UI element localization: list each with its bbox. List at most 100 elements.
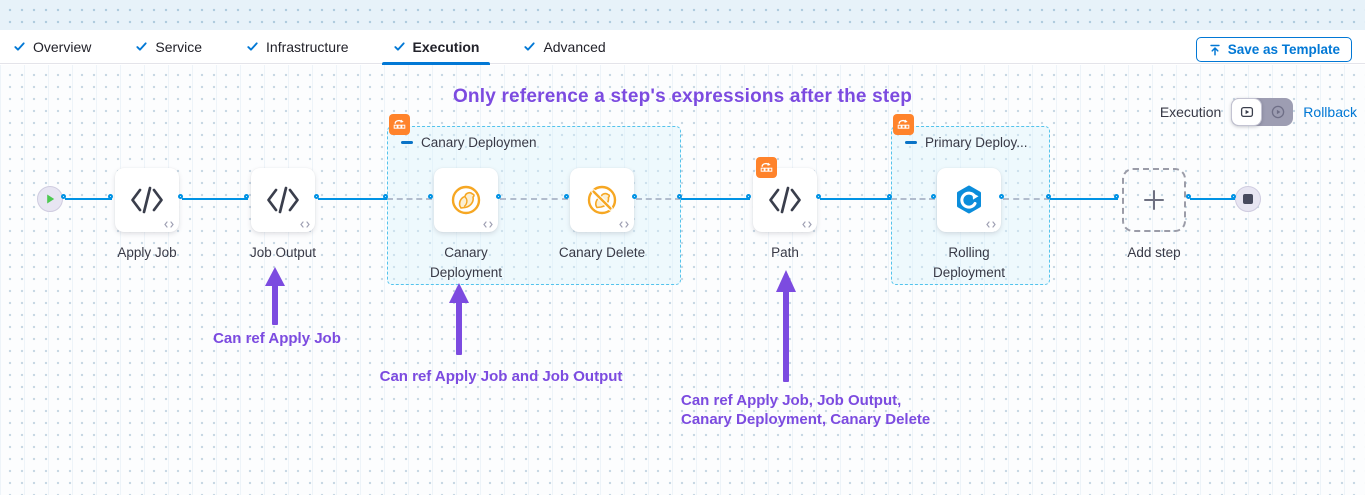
group-header: Canary Deployment <box>401 135 536 150</box>
tab-infrastructure[interactable]: Infrastructure <box>235 30 359 64</box>
stage-canvas-strip <box>0 0 1365 30</box>
rollback-play-icon <box>1271 105 1285 119</box>
step-card-canary-deployment[interactable] <box>434 168 498 232</box>
connector-line <box>1050 198 1118 200</box>
check-icon <box>136 42 147 51</box>
tab-service[interactable]: Service <box>124 30 213 64</box>
mode-toggle[interactable] <box>1231 98 1294 126</box>
connector-dot <box>314 194 319 199</box>
step-label-canary-deployment: Canary Deployment <box>429 245 503 280</box>
connector-line-dashed <box>1003 198 1050 200</box>
connector-dot <box>999 194 1004 199</box>
save-button-label: Save as Template <box>1227 42 1340 57</box>
group-header: Primary Deploy... <box>905 135 1028 150</box>
code-mini-icon <box>986 221 996 228</box>
rolling-badge-glyph <box>760 162 773 172</box>
code-mini-icon <box>483 221 493 228</box>
connector-dot <box>1114 194 1119 199</box>
tab-execution[interactable]: Execution <box>381 30 491 65</box>
annotation-arrow-job-output <box>265 267 285 325</box>
tab-advanced[interactable]: Advanced <box>512 30 616 64</box>
annotation-arrow-path <box>776 270 796 382</box>
check-icon <box>14 42 25 51</box>
annotation-can-ref-3: Can ref Apply Job, Job Output, Canary De… <box>681 391 930 429</box>
connector-line-dashed <box>891 198 935 200</box>
rollback-steps-badge-icon[interactable] <box>893 114 914 135</box>
code-icon <box>267 186 299 214</box>
plus-icon <box>1144 190 1164 210</box>
connector-dot <box>383 194 388 199</box>
step-label-job-output: Job Output <box>249 245 317 260</box>
save-as-template-button[interactable]: Save as Template <box>1195 37 1352 62</box>
connector-line <box>65 198 112 200</box>
connector-dot <box>61 194 66 199</box>
canary-icon <box>451 185 481 215</box>
rolling-badge-glyph <box>393 119 406 129</box>
annotation-can-ref-1: Can ref Apply Job <box>213 330 341 347</box>
add-step-button[interactable] <box>1122 168 1186 232</box>
stage-tab-bar: Overview Service Infrastructure Executio… <box>0 30 1365 65</box>
annotation-line: Can ref Apply Job, Job Output, <box>681 392 902 409</box>
code-mini-icon <box>164 221 174 228</box>
connector-line <box>820 198 891 200</box>
collapse-icon[interactable] <box>905 141 917 144</box>
annotation-can-ref-2: Can ref Apply Job and Job Output <box>379 368 623 385</box>
check-icon <box>247 42 258 51</box>
check-icon <box>393 42 405 51</box>
check-icon <box>524 42 536 51</box>
group-label: Primary Deploy... <box>925 135 1028 150</box>
connector-line <box>1190 198 1235 200</box>
step-card-rolling-deployment[interactable] <box>937 168 1001 232</box>
step-card-apply-job[interactable] <box>115 168 179 232</box>
play-box-icon <box>1240 106 1253 118</box>
step-label-rolling-deployment: Rolling Deployment <box>932 245 1006 280</box>
connector-dot <box>632 194 637 199</box>
connector-dot <box>746 194 751 199</box>
code-icon <box>769 186 801 214</box>
rolling-badge-glyph <box>897 119 910 129</box>
code-mini-icon <box>802 221 812 228</box>
code-icon <box>131 186 163 214</box>
step-card-path[interactable] <box>753 168 817 232</box>
connector-dot <box>178 194 183 199</box>
rollback-steps-badge-icon[interactable] <box>756 157 777 178</box>
canary-delete-icon <box>587 185 617 215</box>
tab-label: Service <box>155 38 203 55</box>
execution-rollback-switch: Execution Rollback <box>1160 96 1357 128</box>
step-card-job-output[interactable] <box>251 168 315 232</box>
collapse-icon[interactable] <box>401 141 413 144</box>
execution-mode-button[interactable] <box>1231 98 1263 126</box>
pipeline-start-node <box>37 186 63 212</box>
step-card-canary-delete[interactable] <box>570 168 634 232</box>
execution-label: Execution <box>1159 104 1222 120</box>
connector-line-dashed <box>636 198 681 200</box>
step-label-add-step: Add step <box>1127 245 1181 260</box>
connector-line-dashed <box>387 198 432 200</box>
connector-dot <box>428 194 433 199</box>
connector-dot <box>1046 194 1051 199</box>
annotation-line: Canary Deployment, Canary Delete <box>681 411 931 428</box>
group-label: Canary Deployment <box>421 135 536 150</box>
execution-graph-canvas[interactable]: Only reference a step's expressions afte… <box>0 65 1365 495</box>
annotation-heading: Only reference a step's expressions afte… <box>452 86 913 107</box>
annotation-arrow-canary-deployment <box>449 283 469 355</box>
connector-dot <box>677 194 682 199</box>
connector-dot <box>1231 194 1236 199</box>
rollback-mode-button[interactable] <box>1262 98 1293 126</box>
rolling-deployment-icon <box>957 185 981 214</box>
tab-overview[interactable]: Overview <box>2 30 102 64</box>
stop-icon <box>1243 194 1253 204</box>
rollback-steps-badge-icon[interactable] <box>389 114 410 135</box>
rollback-link[interactable]: Rollback <box>1303 104 1357 120</box>
connector-line <box>318 198 387 200</box>
tab-label: Execution <box>412 38 480 55</box>
connector-dot <box>108 194 113 199</box>
connector-dot <box>887 194 892 199</box>
connector-dot <box>564 194 569 199</box>
connector-dot <box>244 194 249 199</box>
connector-line <box>681 198 750 200</box>
connector-dot <box>1186 194 1191 199</box>
upload-icon <box>1210 44 1220 56</box>
step-label-apply-job: Apply Job <box>117 245 177 260</box>
